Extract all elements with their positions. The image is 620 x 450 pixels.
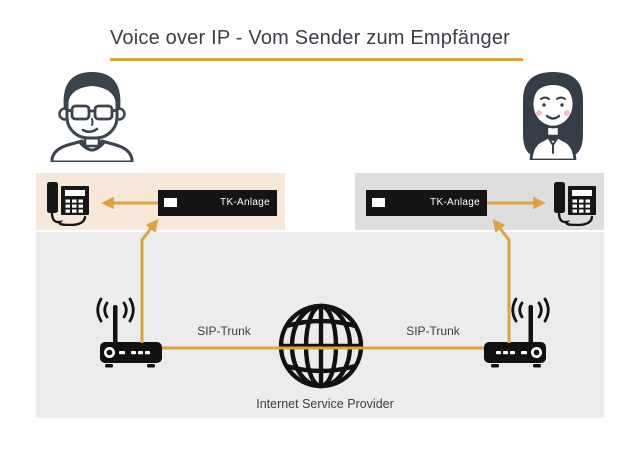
- desk-phone-icon: [47, 182, 89, 226]
- wifi-waves-icon: [96, 297, 135, 323]
- page-title: Voice over IP - Vom Sender zum Empfänger: [109, 27, 511, 49]
- wifi-router-icon: [484, 297, 550, 368]
- desk-phone-icon: [554, 182, 596, 226]
- man-with-glasses-avatar-icon: [50, 72, 134, 162]
- internet-service-provider-label: Internet Service Provider: [256, 397, 394, 411]
- woman-avatar-icon: [523, 72, 583, 160]
- pbx-indicator: [164, 198, 177, 207]
- pbx-label: TK-Anlage: [220, 197, 270, 208]
- receiver-pbx-box: TK-Anlage: [366, 190, 487, 216]
- wifi-router-icon: [96, 297, 162, 368]
- globe-icon: [278, 303, 364, 389]
- pbx-label: TK-Anlage: [430, 197, 480, 208]
- sip-trunk-label-receiver: SIP-Trunk: [406, 324, 460, 338]
- sip-trunk-label-sender: SIP-Trunk: [197, 324, 251, 338]
- sender-pbx-box: TK-Anlage: [158, 190, 277, 216]
- pbx-indicator: [372, 198, 385, 207]
- title-underline: [110, 58, 523, 61]
- wifi-waves-icon: [511, 297, 550, 323]
